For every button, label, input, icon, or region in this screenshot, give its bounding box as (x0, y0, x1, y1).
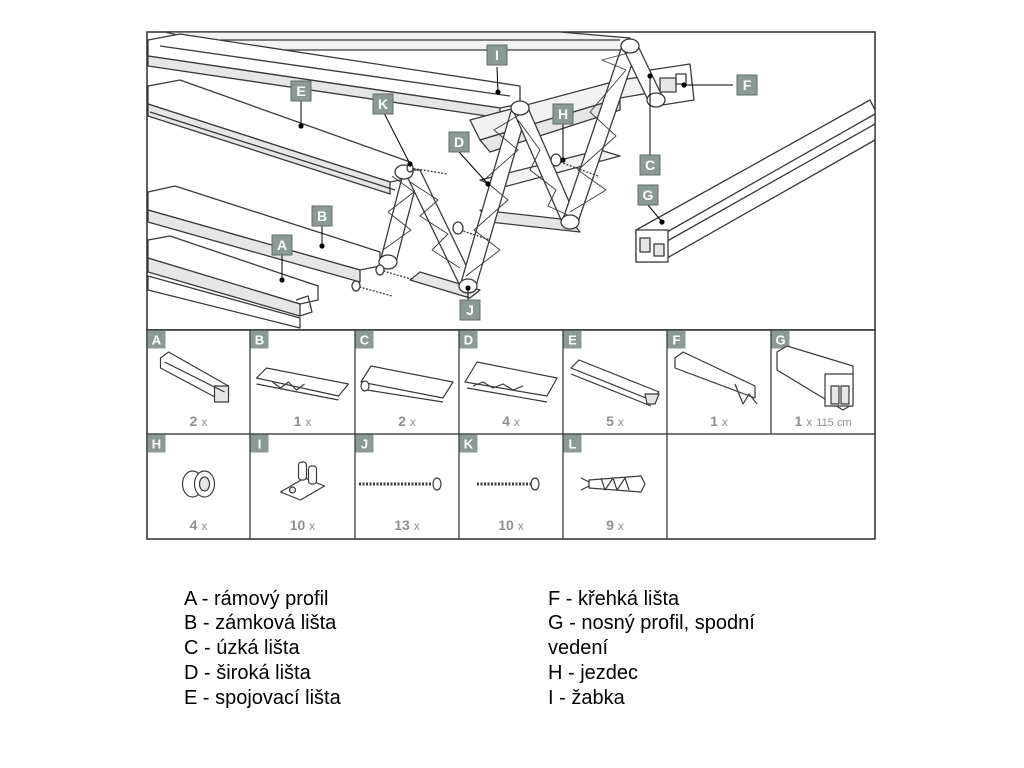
part-letter: A (152, 333, 162, 348)
callout-letter: F (743, 77, 752, 93)
part-letter: H (152, 437, 161, 452)
short-screw-icon (477, 477, 540, 491)
fragile-strip-icon (674, 351, 758, 405)
part-letter: F (673, 333, 681, 348)
callout-d: D (448, 131, 470, 153)
part-letter-box (355, 434, 374, 453)
long-screw-icon (359, 477, 442, 491)
profile-a (147, 235, 319, 329)
part-letter: I (258, 437, 262, 452)
part-letter: G (775, 333, 785, 348)
part-letter: J (361, 437, 368, 452)
part-letter: C (360, 333, 370, 348)
callout-letter: J (466, 302, 474, 318)
part-letter-box (563, 330, 582, 349)
callout-labels (279, 66, 733, 300)
callout-boxes: I E K D H F CG B A J (271, 44, 758, 321)
callout-letter: D (454, 134, 464, 150)
callout-letter: E (296, 83, 305, 99)
callout-letter: I (495, 47, 499, 63)
callout-e: E (290, 80, 312, 102)
part-letter: E (568, 333, 577, 348)
part-letter: L (569, 437, 577, 452)
part-letter-box (667, 330, 686, 349)
lock-strip-icon (255, 367, 350, 401)
callout-h: H (552, 103, 574, 125)
callout-g: G (637, 184, 659, 206)
frame-profile-icon (159, 351, 230, 403)
callout-c: C (639, 154, 661, 176)
callout-letter: C (645, 157, 655, 173)
part-letter-box (771, 330, 790, 349)
part-letter: K (464, 437, 474, 452)
callout-b: B (311, 205, 333, 227)
folding-strips (378, 38, 666, 294)
profile-g (635, 99, 876, 263)
assembly-diagram: I E K D H F CG B A J (146, 31, 876, 331)
profile-e (147, 79, 411, 195)
part-letter-box (250, 330, 269, 349)
part-letter-box (250, 434, 269, 453)
callout-i: I (486, 44, 508, 66)
callout-f: F (736, 74, 758, 96)
callout-letter: G (643, 187, 654, 203)
bearing-profile-icon (776, 345, 854, 411)
callout-letter: K (378, 96, 388, 112)
wall-plug-icon (580, 475, 646, 493)
callout-letter: B (317, 208, 327, 224)
part-letter-box (355, 330, 374, 349)
part-letter-box (459, 330, 478, 349)
part-letter: B (255, 333, 264, 348)
callout-j: J (459, 299, 481, 321)
part-letter-box (459, 434, 478, 453)
part-letter-box (147, 434, 166, 453)
part-letter-box (147, 330, 166, 349)
callout-letter: A (277, 237, 287, 253)
narrow-strip-icon (360, 365, 454, 403)
connecting-strip-icon (570, 359, 660, 407)
clip-icon (279, 461, 326, 501)
profile-i (147, 33, 521, 119)
callout-letter: H (558, 106, 568, 122)
runner-icon (181, 470, 216, 498)
part-letter: D (464, 333, 473, 348)
part-letter-box (563, 434, 582, 453)
callout-k: K (372, 93, 394, 115)
callout-a: A (271, 234, 293, 256)
wide-strip-icon (464, 361, 558, 403)
profile-f (649, 63, 695, 107)
